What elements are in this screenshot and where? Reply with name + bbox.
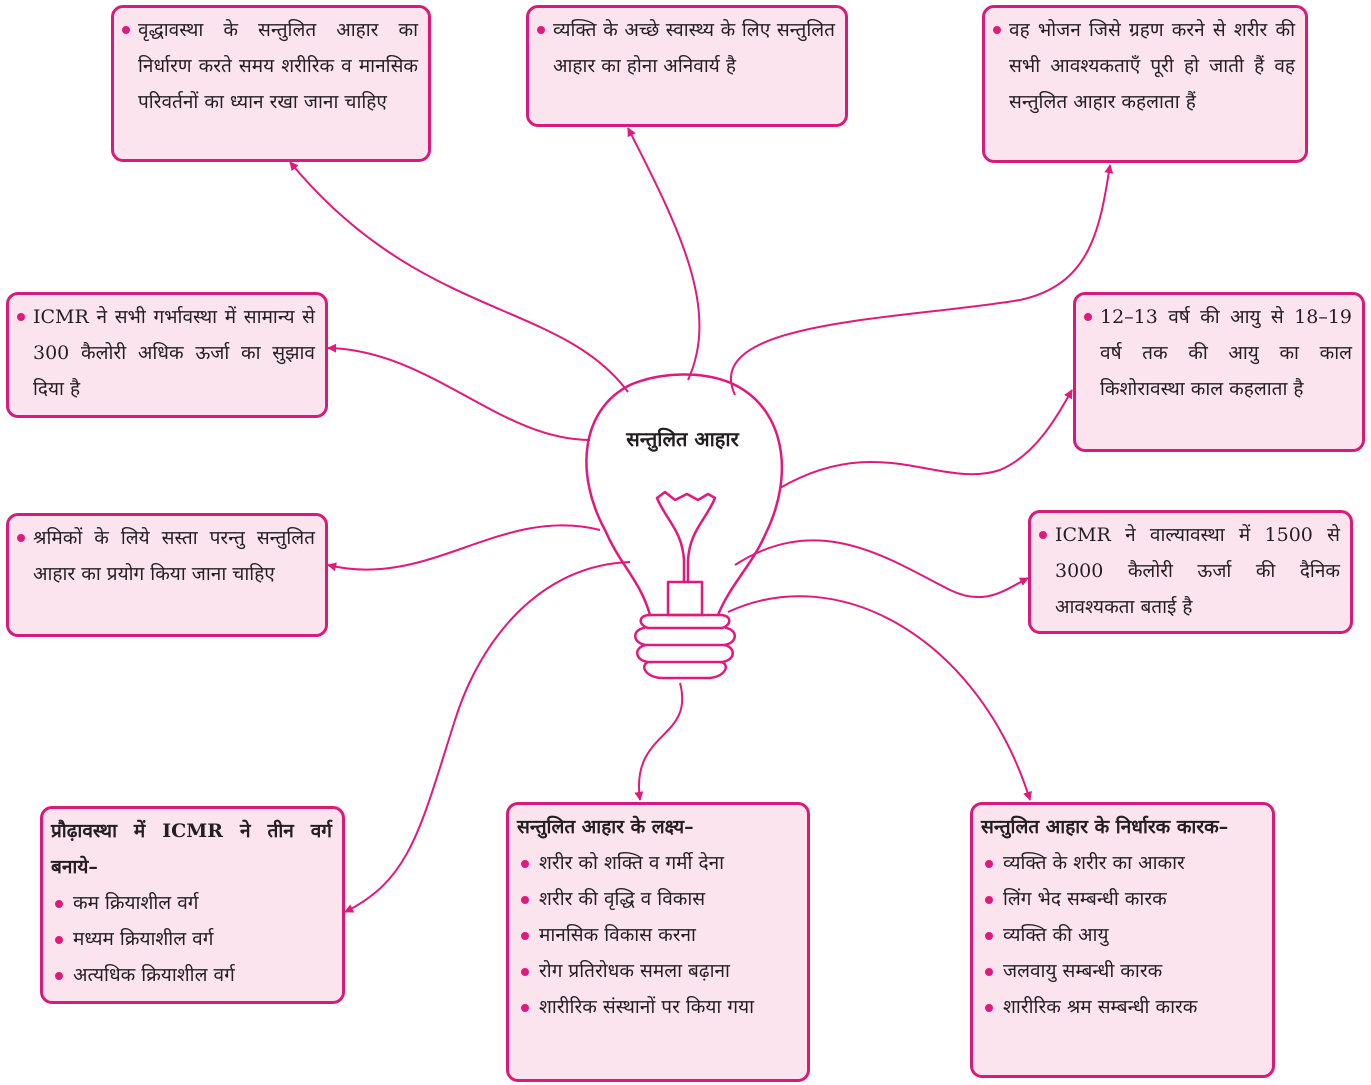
center-title: सन्तुलित आहार	[626, 427, 739, 451]
bullet-dot	[985, 1004, 993, 1012]
bullet-dot	[985, 932, 993, 940]
bullet-dot	[55, 936, 63, 944]
list-item: शरीर की वृद्धि व विकास	[517, 881, 797, 917]
connector-adulthood	[344, 561, 631, 913]
bullet-dot	[17, 534, 25, 542]
bullet-dot	[537, 26, 545, 34]
bulb-base	[634, 613, 736, 680]
list-item: अत्यधिक क्रियाशील वर्ग	[51, 957, 332, 993]
box-elderly-diet: वृद्धावस्था के सन्तुलित आहार का निर्धारण…	[111, 5, 431, 162]
bullet-dot	[521, 860, 529, 868]
list-item: शारीरिक श्रम सम्बन्धी कारक	[981, 989, 1262, 1025]
light-bulb-icon	[585, 373, 784, 680]
connector-elderly	[289, 161, 629, 393]
bullet-dot	[1084, 313, 1092, 321]
box-text: ICMR ने वाल्यावस्था में 1500 से 3000 कैल…	[1055, 524, 1340, 618]
box-text: ICMR ने सभी गर्भावस्था में सामान्य से 30…	[33, 306, 315, 400]
bullet-dot	[55, 972, 63, 980]
box-text: वह भोजन जिसे ग्रहण करने से शरीर की सभी आ…	[1009, 19, 1295, 113]
box-adulthood-groups: प्रौढ़ावस्था में ICMR ने तीन वर्ग बनाये–…	[40, 806, 345, 1004]
list-item: शारीरिक संस्थानों पर किया गया	[517, 989, 797, 1025]
list-item: शरीर को शक्ति व गर्मी देना	[517, 845, 797, 881]
bulb-stem	[666, 580, 704, 617]
list-item: रोग प्रतिरोधक समला बढ़ाना	[517, 953, 797, 989]
list-item: मानसिक विकास करना	[517, 917, 797, 953]
box-workers: श्रमिकों के लिये सस्ता परन्तु सन्तुलित आ…	[6, 513, 328, 637]
bullet-dot	[993, 26, 1001, 34]
connector-adolescence	[779, 389, 1073, 489]
group-list: कम क्रियाशील वर्ग मध्यम क्रियाशील वर्ग अ…	[51, 885, 332, 993]
bullet-dot	[521, 932, 529, 940]
list-item: जलवायु सम्बन्धी कारक	[981, 953, 1262, 989]
box-text: वृद्धावस्था के सन्तुलित आहार का निर्धारण…	[138, 19, 418, 113]
list-item: मध्यम क्रियाशील वर्ग	[51, 921, 332, 957]
box-heading: सन्तुलित आहार के लक्ष्य–	[517, 816, 694, 838]
box-determining-factors: सन्तुलित आहार के निर्धारक कारक– व्यक्ति …	[970, 802, 1275, 1078]
box-goals: सन्तुलित आहार के लक्ष्य– शरीर को शक्ति व…	[506, 802, 810, 1082]
bullet-dot	[17, 313, 25, 321]
bullet-dot	[521, 1004, 529, 1012]
bullet-dot	[521, 896, 529, 904]
connector-childhood	[734, 539, 1029, 599]
connector-workers	[327, 524, 601, 572]
bulb-glass	[585, 373, 784, 617]
bullet-dot	[985, 968, 993, 976]
list-item: लिंग भेद सम्बन्धी कारक	[981, 881, 1262, 917]
bullet-dot	[122, 26, 130, 34]
bullet-dot	[55, 900, 63, 908]
factor-list: व्यक्ति के शरीर का आकार लिंग भेद सम्बन्ध…	[981, 845, 1262, 1025]
box-heading: सन्तुलित आहार के निर्धारक कारक–	[981, 816, 1229, 838]
bullet-dot	[521, 968, 529, 976]
bulb-filament	[655, 490, 717, 584]
connector-definition	[730, 164, 1114, 396]
box-childhood: ICMR ने वाल्यावस्था में 1500 से 3000 कैल…	[1028, 510, 1353, 634]
connector-good-health	[627, 127, 701, 381]
box-pregnancy: ICMR ने सभी गर्भावस्था में सामान्य से 30…	[6, 292, 328, 418]
box-heading: प्रौढ़ावस्था में ICMR ने तीन वर्ग बनाये–	[51, 820, 332, 878]
bullet-dot	[1039, 531, 1047, 539]
bullet-dot	[985, 860, 993, 868]
box-text: 12–13 वर्ष की आयु से 18–19 वर्ष तक की आय…	[1100, 306, 1352, 400]
box-definition: वह भोजन जिसे ग्रहण करने से शरीर की सभी आ…	[982, 5, 1308, 163]
list-item: कम क्रियाशील वर्ग	[51, 885, 332, 921]
bullet-dot	[985, 896, 993, 904]
list-item: व्यक्ति के शरीर का आकार	[981, 845, 1262, 881]
connector-factors	[727, 595, 1032, 801]
box-adolescence: 12–13 वर्ष की आयु से 18–19 वर्ष तक की आय…	[1073, 292, 1365, 452]
connector-goals	[634, 682, 684, 801]
list-item: व्यक्ति की आयु	[981, 917, 1262, 953]
goal-list: शरीर को शक्ति व गर्मी देना शरीर की वृद्ध…	[517, 845, 797, 1025]
connector-pregnancy	[327, 343, 591, 441]
box-text: व्यक्ति के अच्छे स्वास्थ्य के लिए सन्तुल…	[553, 19, 835, 77]
box-good-health: व्यक्ति के अच्छे स्वास्थ्य के लिए सन्तुल…	[526, 5, 848, 127]
box-text: श्रमिकों के लिये सस्ता परन्तु सन्तुलित आ…	[33, 527, 315, 585]
